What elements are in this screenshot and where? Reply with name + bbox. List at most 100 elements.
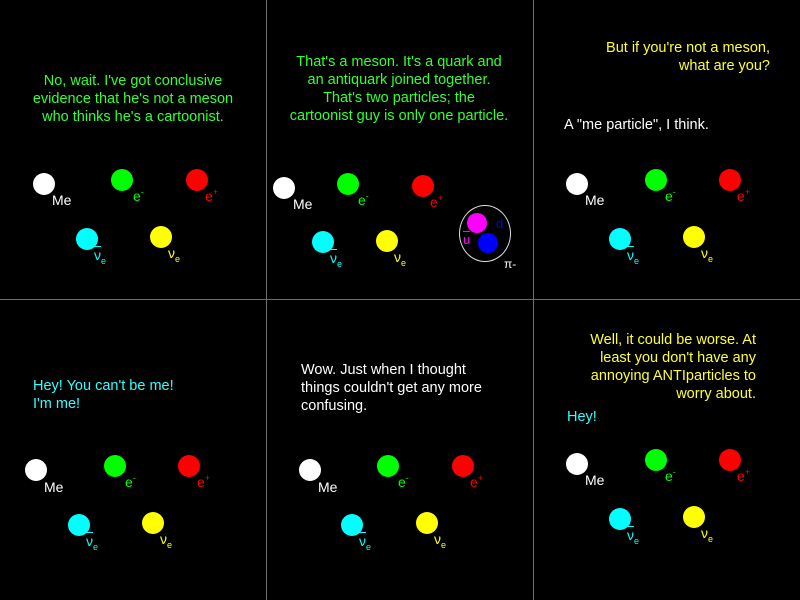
- positron-particle: [719, 449, 741, 471]
- me-label: Me: [52, 192, 72, 208]
- neutrino-label-symbol: ν: [434, 531, 441, 547]
- panel-5-dialogue: Wow. Just when I thought things couldn't…: [301, 361, 482, 415]
- neutrino-label: νe: [394, 249, 407, 268]
- dialogue-line: I'm me!: [33, 396, 81, 412]
- me-label: Me: [293, 196, 313, 212]
- antineutrino-label-subscript: e: [366, 542, 372, 552]
- electron-label-symbol: e: [665, 468, 673, 484]
- me-particle: [566, 453, 588, 475]
- antiquark-u-label: u: [463, 232, 471, 247]
- me-particle: [299, 459, 321, 481]
- neutrino-particle: [376, 230, 398, 252]
- antineutrino-particle: [312, 231, 334, 253]
- antineutrino-label-symbol: ν: [627, 527, 634, 543]
- neutrino-label-subscript: e: [708, 534, 714, 544]
- panel-3: But if you're not a meson, what are you?…: [534, 0, 800, 300]
- electron-label: e-: [125, 473, 136, 491]
- dialogue-line: That's two particles; the: [323, 90, 475, 106]
- positron-label-symbol: e: [197, 474, 205, 490]
- neutrino-label: νe: [701, 245, 713, 264]
- panel-5: Wow. Just when I thought things couldn't…: [267, 300, 533, 600]
- neutrino-label: νe: [160, 532, 173, 550]
- electron-label: e-: [665, 467, 676, 485]
- dialogue-line: who thinks he's a cartoonist.: [42, 109, 224, 125]
- antineutrino-label-subscript: e: [337, 259, 343, 269]
- positron-label-symbol: e: [205, 188, 213, 204]
- neutrino-label-subscript: e: [441, 540, 447, 550]
- electron-label: e-: [358, 191, 369, 209]
- neutrino-label-subscript: e: [167, 540, 173, 550]
- electron-label-symbol: e: [125, 474, 133, 490]
- antineutrino-label-symbol: ν: [359, 533, 366, 549]
- panel-2-dialogue: That's a meson. It's a quark and an anti…: [273, 53, 525, 125]
- pion-label: π-: [504, 257, 517, 271]
- dialogue-line: worry about.: [676, 386, 756, 402]
- positron-label: e+: [737, 467, 751, 485]
- electron-label-superscript: -: [365, 191, 369, 201]
- panel-6-dialogue: Well, it could be worse. At least you do…: [544, 331, 756, 403]
- dialogue-line: least you don't have any: [600, 350, 756, 366]
- positron-label-symbol: e: [470, 474, 478, 490]
- dialogue-line: No, wait. I've got conclusive: [43, 73, 223, 89]
- particle-group: Me e- e+ νe νe: [267, 300, 533, 600]
- electron-particle: [645, 449, 667, 471]
- dialogue-line: things couldn't get any more: [301, 380, 482, 396]
- neutrino-label-symbol: ν: [701, 525, 708, 541]
- panel-4: Hey! You can't be me! I'm me! Me e- e+ ν…: [0, 300, 266, 600]
- neutrino-particle: [142, 512, 164, 534]
- dialogue-line: evidence that he's not a meson: [32, 91, 234, 107]
- electron-label: e-: [133, 187, 144, 205]
- neutrino-label-symbol: ν: [701, 245, 708, 261]
- neutrino-label-symbol: ν: [394, 249, 401, 265]
- antineutrino-label-symbol: ν: [94, 247, 101, 263]
- neutrino-particle: [150, 226, 172, 248]
- neutrino-particle: [683, 226, 705, 248]
- me-label: Me: [44, 479, 64, 495]
- positron-label-superscript: +: [744, 187, 751, 197]
- quark-d-label: d: [496, 216, 504, 231]
- dialogue-line: Wow. Just when I thought: [301, 362, 466, 378]
- antineutrino-particle: [609, 228, 631, 250]
- positron-label-superscript: +: [744, 467, 751, 477]
- panel-3-dialogue: But if you're not a meson, what are you?: [544, 39, 770, 75]
- quark-particle: [478, 233, 498, 253]
- antineutrino-label-subscript: e: [634, 536, 640, 546]
- dialogue-line: what are you?: [678, 58, 770, 74]
- electron-label-symbol: e: [665, 188, 673, 204]
- positron-label: e+: [470, 473, 483, 491]
- positron-label-symbol: e: [737, 468, 745, 484]
- electron-label-symbol: e: [398, 474, 406, 490]
- dialogue-line: Hey! You can't be me!: [33, 378, 174, 394]
- panel-divider-vertical-2: [533, 0, 534, 600]
- positron-label-superscript: +: [212, 187, 219, 197]
- electron-particle: [337, 173, 359, 195]
- antineutrino-label: νe: [330, 251, 343, 269]
- positron-particle: [452, 455, 474, 477]
- antiquark-particle: [467, 213, 487, 233]
- me-particle: [566, 173, 588, 195]
- neutrino-label-subscript: e: [401, 258, 407, 268]
- panel-1: No, wait. I've got conclusive evidence t…: [0, 0, 266, 300]
- neutrino-label: νe: [701, 525, 714, 544]
- me-particle: [25, 459, 47, 481]
- neutrino-label-symbol: ν: [168, 245, 175, 261]
- panel-3-reply: A "me particle", I think.: [564, 117, 709, 133]
- neutrino-label: νe: [168, 245, 180, 264]
- positron-label: e+: [737, 187, 751, 205]
- me-label: Me: [585, 192, 605, 208]
- particle-group: Me e- e+ νe νe: [0, 300, 266, 600]
- dialogue-line: an antiquark joined together.: [307, 72, 491, 88]
- electron-label-superscript: -: [672, 467, 676, 477]
- positron-label: e+: [197, 473, 210, 491]
- antineutrino-label: νe: [359, 533, 372, 552]
- electron-particle: [111, 169, 133, 191]
- dialogue-line: confusing.: [301, 398, 368, 414]
- positron-label-symbol: e: [430, 194, 438, 210]
- antineutrino-particle: [341, 514, 363, 536]
- antineutrino-label-subscript: e: [93, 542, 99, 552]
- electron-label: e-: [665, 187, 676, 205]
- positron-label-symbol: e: [737, 188, 745, 204]
- meson-outline: [459, 205, 511, 262]
- antineutrino-label-subscript: e: [101, 256, 107, 266]
- me-label: Me: [318, 479, 338, 495]
